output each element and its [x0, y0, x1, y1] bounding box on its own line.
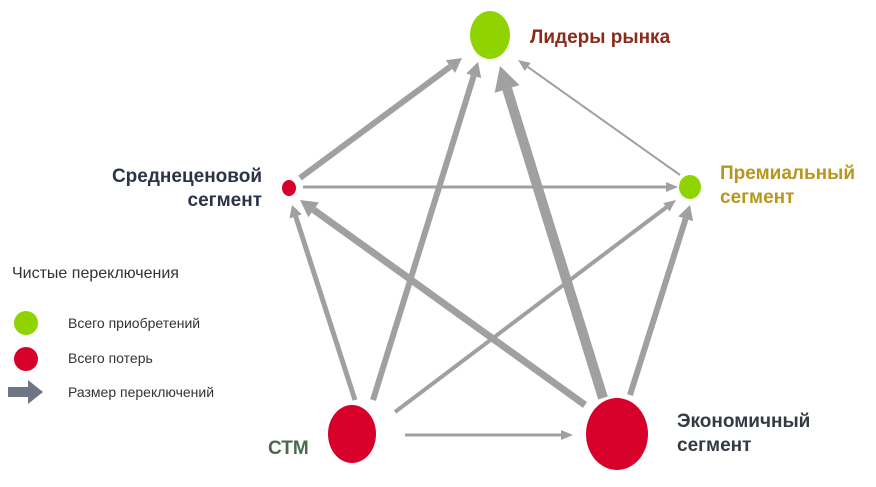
- node-econ: [586, 398, 648, 470]
- arrowhead-stm-to-econ: [561, 430, 573, 440]
- label-econ: Экономичный сегмент: [677, 410, 810, 458]
- node-leaders: [470, 11, 510, 59]
- arrow-econ-to-leaders: [502, 87, 608, 400]
- label-leaders: Лидеры рынка: [530, 27, 671, 48]
- arrow-mid-to-leaders: [298, 64, 453, 181]
- label-premium: Премиальный сегмент: [720, 162, 855, 210]
- label-mid-line1: Среднеценовой: [111, 166, 262, 187]
- label-econ-line1: Экономичный: [677, 411, 811, 432]
- arrowhead-premium-to-leaders: [518, 60, 531, 72]
- label-premium-line1: Премиальный: [720, 163, 856, 184]
- label-mid: Среднеценовой сегмент: [112, 165, 262, 213]
- legend-title: Чистые переключения: [12, 265, 179, 282]
- label-econ-line2: сегмент: [677, 435, 752, 456]
- node-mid: [282, 180, 296, 196]
- node-premium: [679, 175, 701, 199]
- arrow-premium-to-leaders: [527, 66, 681, 176]
- arrow-stm-to-leaders: [370, 74, 477, 401]
- legend-loss-icon: [14, 347, 38, 371]
- arrow-stm-to-mid: [293, 215, 358, 401]
- legend-gain-label: Всего приобретений: [68, 315, 201, 331]
- legend-loss-label: Всего потерь: [68, 350, 153, 366]
- legend-gain-icon: [14, 311, 38, 335]
- legend-arrow-icon: [8, 380, 43, 404]
- arrow-econ-to-mid: [311, 206, 588, 408]
- arrowhead-mid-to-premium: [666, 182, 678, 192]
- node-stm: [328, 405, 376, 463]
- label-stm: СТМ: [268, 438, 309, 459]
- arrowhead-stm-to-premium: [663, 200, 676, 212]
- arrowhead-econ-to-leaders: [494, 66, 520, 93]
- arrow-stm-to-premium: [393, 205, 668, 414]
- arrowhead-mid-to-leaders: [445, 58, 462, 73]
- label-mid-line2: сегмент: [187, 190, 262, 211]
- label-premium-line2: сегмент: [720, 187, 795, 208]
- arrowhead-econ-to-mid: [300, 200, 319, 218]
- arrowhead-econ-to-premium: [678, 205, 694, 222]
- arrow-econ-to-premium: [627, 217, 689, 396]
- arrowhead-stm-to-leaders: [466, 62, 482, 79]
- arrowhead-stm-to-mid: [289, 205, 302, 219]
- legend-size-label: Размер переключений: [68, 384, 215, 400]
